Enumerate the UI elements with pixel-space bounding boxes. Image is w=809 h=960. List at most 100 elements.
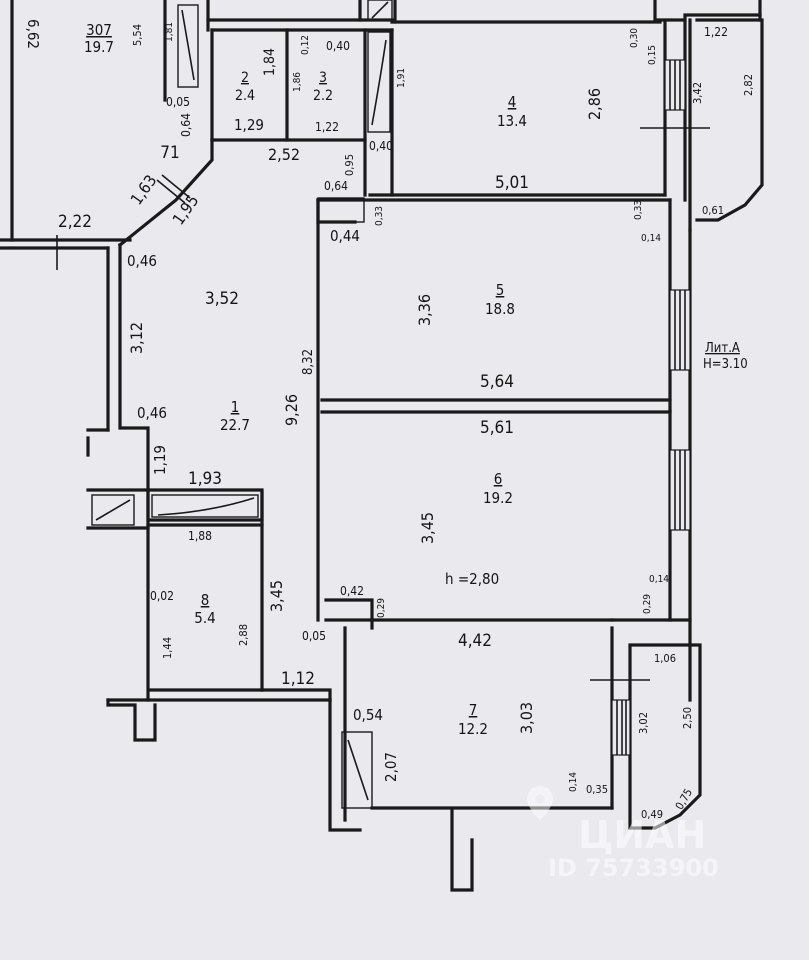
dim-1-88: 1,88	[188, 529, 212, 543]
dim-2-86: 2,86	[585, 88, 604, 120]
room-8-number: 8	[201, 591, 210, 609]
dim-3-03: 3,03	[517, 702, 536, 734]
room-307-label: 307 19.7	[84, 21, 114, 56]
dim-0-05b: 0,05	[302, 629, 326, 643]
dim-0-49: 0,49	[641, 808, 663, 821]
room-2-label: 2 2.4	[235, 70, 255, 104]
room-labels: 307 19.7 1 22.7 2 2.4 3 2.2 4 13.4 5 18.…	[84, 21, 527, 738]
dim-0-05a: 0,05	[166, 95, 190, 109]
room-307-area: 19.7	[84, 38, 114, 56]
dim-1-29: 1,29	[234, 116, 264, 134]
dim-3-52: 3,52	[205, 289, 239, 309]
dim-71: 71	[160, 143, 179, 163]
dim-0-42: 0,42	[340, 584, 364, 598]
dim-5-01: 5,01	[495, 173, 529, 193]
dim-1-22b: 1,22	[704, 25, 728, 39]
dim-6-62: 6,62	[24, 19, 42, 49]
dim-0-29a: 0,29	[642, 594, 653, 614]
dim-0-46a: 0,46	[127, 252, 157, 270]
room-6-number: 6	[494, 470, 503, 488]
room-5-area: 18.8	[485, 300, 515, 318]
dim-0-40b: 0,40	[369, 139, 393, 153]
dim-2-88: 2,88	[237, 624, 250, 646]
dim-0-29b: 0,29	[376, 598, 387, 618]
dim-5-64: 5,64	[480, 372, 514, 392]
room-7-number: 7	[469, 701, 478, 719]
dim-0-40a: 0,40	[326, 39, 350, 53]
dim-0-35: 0,35	[586, 783, 608, 796]
room-1-number: 1	[231, 398, 240, 416]
room-5-label: 5 18.8	[485, 281, 515, 318]
dim-3-45b: 3,45	[418, 512, 437, 544]
dim-0-75: 0,75	[673, 786, 695, 812]
room-4-number: 4	[508, 93, 517, 111]
room-2-area: 2.4	[235, 88, 255, 104]
dim-0-14a: 0,14	[641, 233, 661, 244]
dim-1-91: 1,91	[396, 68, 407, 88]
dim-2-50: 2,50	[681, 707, 694, 729]
room-3-label: 3 2.2	[313, 70, 333, 104]
room-1-area: 22.7	[220, 416, 250, 434]
dim-3-12: 3,12	[127, 322, 146, 354]
dim-4-42: 4,42	[458, 631, 492, 651]
dim-5-61: 5,61	[480, 418, 514, 438]
notes: Лит.А Н=3.10 h =2,80	[445, 341, 748, 588]
dim-1-86: 1,86	[292, 72, 303, 92]
dim-0-33a: 0,33	[374, 206, 385, 226]
dim-1-19: 1,19	[151, 445, 169, 475]
dim-0-95: 0,95	[343, 154, 356, 176]
watermark-brand: ЦИАН	[578, 813, 706, 857]
building-label: Лит.А	[705, 341, 740, 356]
room-4-area: 13.4	[497, 112, 527, 130]
walls	[0, 0, 764, 892]
room-2-number: 2	[241, 70, 249, 86]
dim-0-44: 0,44	[330, 227, 360, 245]
dim-0-30: 0,30	[629, 28, 640, 48]
dim-2-22: 2,22	[58, 212, 92, 232]
dim-0-12: 0,12	[300, 35, 311, 55]
dim-0-54: 0,54	[353, 706, 383, 724]
dim-0-61: 0,61	[702, 204, 724, 217]
dim-1-06: 1,06	[654, 652, 676, 665]
dim-5-54: 5,54	[131, 24, 144, 46]
room-307-number: 307	[86, 21, 112, 39]
dim-0-14c: 0,14	[568, 772, 579, 792]
room-8-label: 8 5.4	[194, 591, 215, 627]
dimensions: 6,62 5,54 1,81 0,05 0,64 71 1,63 1,95 2,…	[24, 19, 755, 821]
dim-1-22a: 1,22	[315, 120, 339, 134]
dim-0-64a: 0,64	[179, 113, 193, 137]
watermark: ЦИАН ID 75733900	[527, 786, 719, 882]
dim-0-02: 0,02	[150, 589, 174, 603]
room-3-number: 3	[319, 70, 327, 86]
dim-2-52: 2,52	[268, 145, 300, 164]
windows	[56, 59, 710, 756]
dim-1-95: 1,95	[169, 191, 203, 228]
dim-1-44: 1,44	[161, 637, 174, 659]
room-height-label: h =2,80	[445, 570, 499, 588]
dim-0-15: 0,15	[647, 45, 658, 65]
dim-0-64b: 0,64	[324, 179, 348, 193]
dim-1-81: 1,81	[164, 22, 175, 42]
dim-2-07: 2,07	[382, 752, 400, 782]
room-6-area: 19.2	[483, 489, 513, 507]
room-8-area: 5.4	[194, 609, 215, 627]
dim-1-63: 1,63	[127, 171, 161, 208]
room-7-label: 7 12.2	[458, 701, 488, 738]
room-6-label: 6 19.2	[483, 470, 513, 507]
ceiling-height-label: Н=3.10	[703, 357, 748, 372]
dim-2-82: 2,82	[742, 74, 755, 96]
room-4-label: 4 13.4	[497, 93, 527, 130]
room-7-area: 12.2	[458, 720, 488, 738]
dim-1-84: 1,84	[262, 48, 278, 76]
room-5-number: 5	[496, 281, 505, 299]
dim-3-02: 3,02	[637, 712, 650, 734]
dim-3-42: 3,42	[691, 82, 704, 104]
dim-3-45a: 3,45	[267, 580, 286, 612]
dim-0-14b: 0,14	[649, 574, 669, 585]
dim-3-36: 3,36	[415, 294, 434, 326]
watermark-id: ID 75733900	[548, 854, 719, 882]
room-3-area: 2.2	[313, 88, 333, 104]
dim-1-93: 1,93	[188, 469, 222, 489]
dim-9-26: 9,26	[282, 394, 301, 426]
